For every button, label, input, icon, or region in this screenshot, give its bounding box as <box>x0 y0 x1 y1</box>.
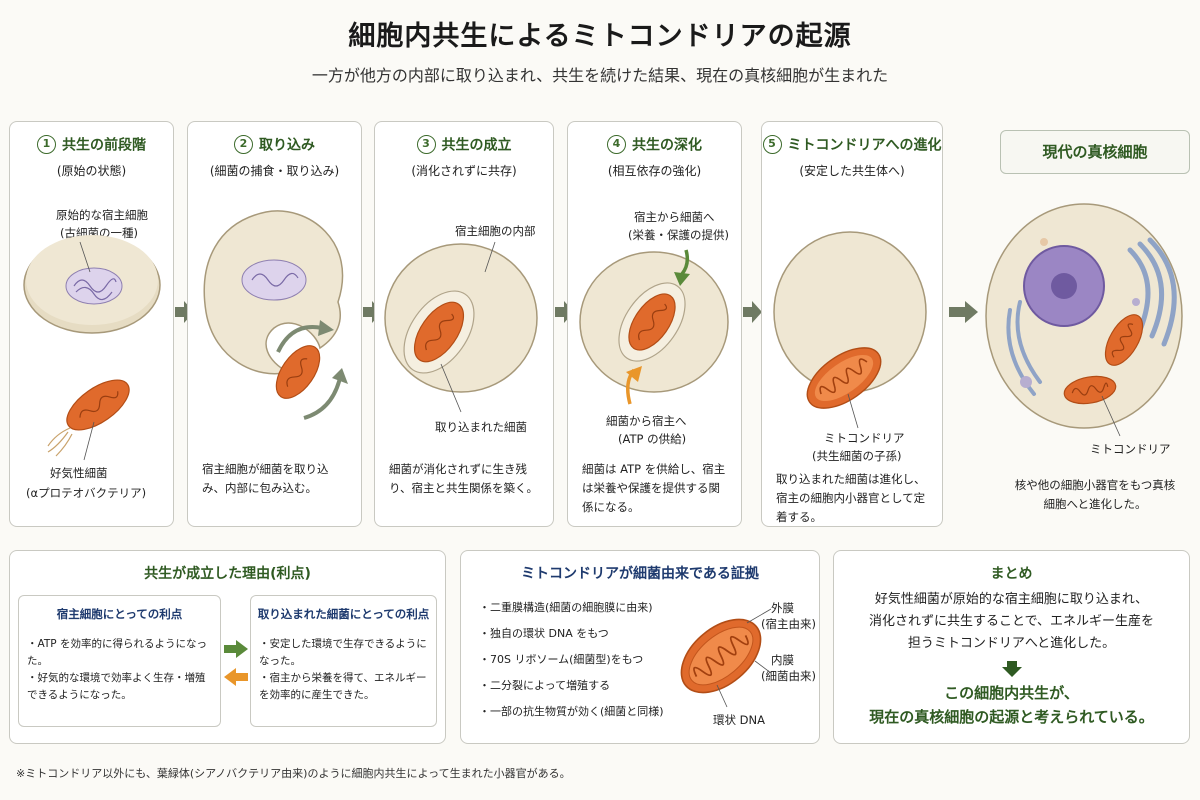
page-subtitle: 一方が他方の内部に取り込まれ、共生を続けた結果、現在の真核細胞が生まれた <box>311 66 889 85</box>
bacteria-benefit-2: ・宿主から栄養を得て、エネルギーを効率的に産生できた。 <box>259 672 427 701</box>
stage-5-subtitle: (安定した共生体へ) <box>799 164 905 178</box>
stage-1-number: 1 <box>37 135 56 154</box>
step-arrow-5-icon <box>949 301 978 323</box>
bacteria-benefits-title: 取り込まれた細菌にとっての利点 <box>257 607 430 621</box>
summary-conclusion-line-1: この細胞内共生が、 <box>944 684 1079 702</box>
summary-line-3: 担うミトコンドリアへと進化した。 <box>907 636 1116 651</box>
stage-5-title: ミトコンドリアへの進化 <box>787 137 942 154</box>
eukaryotic-cell-illustration <box>985 203 1183 437</box>
host-to-bacteria-sublabel: (栄養・保護の提供) <box>628 228 729 242</box>
mitochondria-label: ミトコンドリア <box>824 431 905 445</box>
modern-mitochondria-label: ミトコンドリア <box>1090 442 1171 456</box>
stage-3-description: 細菌が消化されずに生き残り、宿主と共生関係を築く。 <box>389 462 539 495</box>
bacteria-to-host-label: 細菌から宿主へ <box>606 414 687 428</box>
inner-membrane-sublabel: (細菌由来) <box>761 669 816 683</box>
reasons-title: 共生が成立した理由(利点) <box>144 566 311 582</box>
inner-membrane-label: 内膜 <box>771 653 794 667</box>
stage-5-panel: 5 ミトコンドリアへの進化 (安定した共生体へ) ミトコンドリア (共生細菌の子孫… <box>761 121 943 527</box>
stage-2-panel: 2 取り込み (細菌の捕食・取り込み) 宿主細胞が細菌を取り込み、内部に包み込む。 <box>187 121 362 527</box>
step-arrow-2-icon <box>363 301 382 323</box>
mitochondria-sublabel: (共生細菌の子孫) <box>812 449 902 463</box>
page-title: 細胞内共生によるミトコンドリアの起源 <box>348 21 852 52</box>
aerobic-bacteria-sublabel: (αプロテオバクテリア) <box>26 486 147 500</box>
host-benefits-title: 宿主細胞にとっての利点 <box>56 607 183 621</box>
host-interior-label: 宿主細胞の内部 <box>455 224 536 238</box>
evidence-panel: ミトコンドリアが細菌由来である証拠 ・二重膜構造(細菌の細胞膜に由来) ・独自の… <box>460 550 820 744</box>
summary-panel: まとめ 好気性細菌が原始的な宿主細胞に取り込まれ、 消化されずに共生することで、… <box>833 550 1190 744</box>
stage-3-title: 共生の成立 <box>441 137 512 154</box>
stage-4-panel: 4 共生の深化 (相互依存の強化) 宿主から細菌へ (栄養・保護の提供) 細菌から… <box>567 121 742 527</box>
engulfed-bacteria-label: 取り込まれた細菌 <box>435 420 527 434</box>
stage-3-subtitle: (消化されずに共存) <box>411 164 517 178</box>
stage-2-number: 2 <box>234 135 253 154</box>
stage-2-description: 宿主細胞が細菌を取り込み、内部に包み込む。 <box>202 462 329 495</box>
aerobic-bacteria-label: 好気性細菌 <box>50 466 108 480</box>
host-benefit-2: ・好気的な環境で効率よく生存・増殖できるようになった。 <box>27 672 206 701</box>
step-arrow-4-icon <box>743 301 762 323</box>
stage-5-number: 5 <box>762 135 782 154</box>
evidence-title: ミトコンドリアが細菌由来である証拠 <box>521 566 759 582</box>
stage-4-illustration <box>579 249 729 405</box>
stage-1-illustration <box>23 235 161 461</box>
stage-1-subtitle: (原始の状態) <box>56 164 127 178</box>
modern-cell-label: 現代の真核細胞 <box>1000 130 1190 174</box>
host-benefit-1: ・ATP を効率的に得られるようになった。 <box>27 638 207 667</box>
stage-2-subtitle: (細菌の捕食・取り込み) <box>209 164 340 178</box>
evidence-item-1: ・二重膜構造(細菌の細胞膜に由来) <box>479 601 653 614</box>
evidence-item-5: ・一部の抗生物質が効く(細菌と同様) <box>479 705 664 718</box>
stage-4-description: 細菌は ATP を供給し、宿主は栄養や保護を提供する関係になる。 <box>582 462 726 514</box>
summary-line-2: 消化されずに共生することで、エネルギー生産を <box>868 614 1155 629</box>
summary-down-arrow-icon <box>1002 661 1022 677</box>
stage-5-illustration <box>773 231 927 429</box>
stage-2-title: 取り込み <box>259 137 315 154</box>
stage-3-illustration <box>384 241 538 413</box>
mitochondrion-cross-section-illustration <box>680 608 771 708</box>
bacteria-benefit-1: ・安定した環境で生存できるようになった。 <box>259 638 427 667</box>
benefit-exchange-arrows-icon <box>224 640 248 686</box>
host-to-bacteria-label: 宿主から細菌へ <box>634 210 715 224</box>
stage-4-subtitle: (相互依存の強化) <box>607 164 702 178</box>
step-arrow-3-icon <box>555 301 574 323</box>
stage-3-panel: 3 共生の成立 (消化されずに共存) 宿主細胞の内部 取り込まれた細菌 細菌が消化… <box>374 121 554 527</box>
modern-cell-description: 核や他の細胞小器官をもつ真核細胞へと進化した。 <box>1014 478 1176 511</box>
stage-4-title: 共生の深化 <box>632 137 702 154</box>
stage-2-illustration <box>203 210 348 420</box>
footnote: ※ミトコンドリア以外にも、葉緑体(シアノバクテリア由来)のように細胞内共生によっ… <box>16 767 571 780</box>
stage-1-title: 共生の前段階 <box>62 137 146 154</box>
evidence-item-4: ・二分裂によって増殖する <box>479 679 611 692</box>
stage-5-description: 取り込まれた細菌は進化し、宿主の細胞内小器官として定着する。 <box>776 472 926 524</box>
evidence-item-2: ・独自の環状 DNA をもつ <box>479 627 609 640</box>
outer-membrane-sublabel: (宿主由来) <box>761 617 816 631</box>
summary-conclusion-line-2: 現在の真核細胞の起源と考えられている。 <box>869 708 1154 726</box>
summary-title: まとめ <box>990 566 1033 582</box>
host-benefits-box: 宿主細胞にとっての利点 ・ATP を効率的に得られるようになった。 ・好気的な環… <box>18 595 221 727</box>
reasons-panel: 共生が成立した理由(利点) 宿主細胞にとっての利点 ・ATP を効率的に得られる… <box>9 550 446 744</box>
bacteria-benefits-box: 取り込まれた細菌にとっての利点 ・安定した環境で生存できるようになった。 ・宿主… <box>250 595 437 727</box>
circular-dna-label: 環状 DNA <box>713 713 765 727</box>
evidence-item-3: ・70S リボソーム(細菌型)をもつ <box>479 653 644 666</box>
summary-text: 好気性細菌が原始的な宿主細胞に取り込まれ、 消化されずに共生することで、エネルギ… <box>834 589 1189 655</box>
outer-membrane-label: 外膜 <box>771 601 794 615</box>
bacteria-to-host-sublabel: (ATP の供給) <box>618 432 687 446</box>
stage-3-number: 3 <box>416 135 436 154</box>
host-cell-label: 原始的な宿主細胞 <box>56 208 148 222</box>
summary-conclusion: この細胞内共生が、 現在の真核細胞の起源と考えられている。 <box>834 681 1189 729</box>
stage-4-number: 4 <box>607 135 626 154</box>
step-arrow-1-icon <box>175 301 194 323</box>
summary-line-1: 好気性細菌が原始的な宿主細胞に取り込まれ、 <box>874 592 1149 607</box>
